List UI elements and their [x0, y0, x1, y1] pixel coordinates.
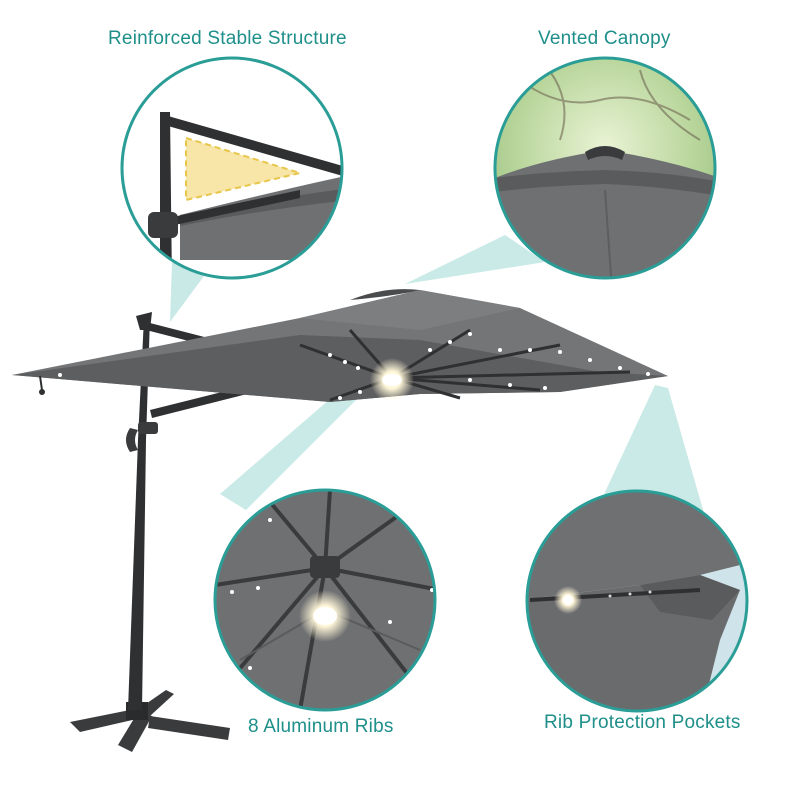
- callout-beams: [170, 235, 706, 520]
- label-vented-canopy: Vented Canopy: [538, 28, 671, 49]
- detail-circle-rib-pockets: [525, 489, 749, 713]
- umbrella: [12, 289, 668, 752]
- label-8-aluminum-ribs: 8 Aluminum Ribs: [248, 716, 394, 737]
- label-rib-protection-pockets: Rib Protection Pockets: [544, 712, 741, 733]
- label-reinforced-stable-structure: Reinforced Stable Structure: [108, 28, 347, 49]
- detail-circle-vented-canopy: [493, 56, 717, 280]
- detail-circle-structure: [120, 56, 344, 280]
- detail-circle-aluminum-ribs: [213, 488, 437, 712]
- cross-base: [70, 690, 230, 752]
